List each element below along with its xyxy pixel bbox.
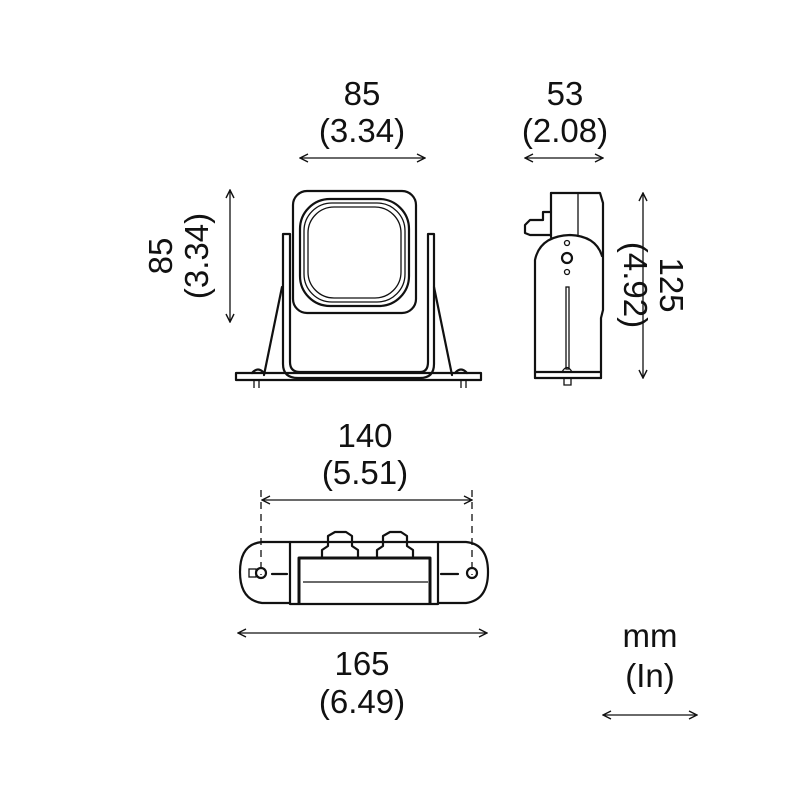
hole-spacing-mm: 140	[337, 417, 392, 454]
side-height-mm: 125	[653, 257, 690, 312]
side-height-label: 125 (4.92)	[617, 242, 690, 328]
front-width-in: (3.34)	[319, 112, 405, 149]
front-height-in: (3.34)	[178, 213, 215, 299]
hole-spacing-in: (5.51)	[322, 454, 408, 491]
units-secondary: (In)	[625, 657, 675, 694]
side-depth-mm: 53	[547, 75, 584, 112]
side-height-in: (4.92)	[617, 242, 654, 328]
side-view	[523, 191, 605, 386]
units-primary: mm	[623, 617, 678, 654]
front-width-mm: 85	[344, 75, 381, 112]
front-height-mm: 85	[142, 238, 179, 275]
front-view	[234, 189, 483, 388]
side-depth-in: (2.08)	[522, 112, 608, 149]
front-height-label: 85 (3.34)	[142, 213, 215, 299]
bottom-view	[238, 530, 490, 606]
length-in: (6.49)	[319, 683, 405, 720]
length-mm: 165	[334, 645, 389, 682]
